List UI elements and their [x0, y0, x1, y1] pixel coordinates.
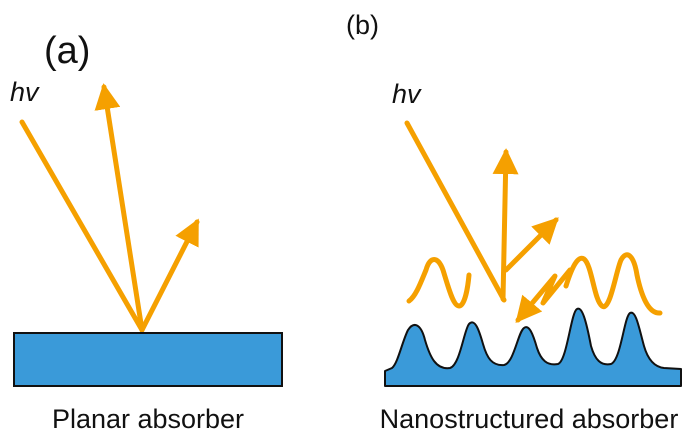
panel-b-reflected-ray-vertical-arrow: [492, 148, 519, 302]
panel-a-label: (a): [44, 30, 90, 72]
panel-b-caption: Nanostructured absorber: [380, 404, 679, 434]
panel-b-incident-ray: [404, 120, 507, 303]
nanostructured-absorber-surface: [384, 307, 682, 387]
panel-a: (a) hv Planar absorber: [10, 30, 283, 434]
panel-b-label: (b): [346, 10, 379, 40]
planar-absorber-slab: [13, 332, 283, 387]
panel-a-caption: Planar absorber: [52, 404, 244, 434]
panel-a-reflected-ray-diagonal-arrow: [139, 218, 200, 333]
panel-b-photon-label: hv: [392, 79, 422, 109]
panel-b-reflected-ray-diagonal-arrow: [503, 217, 559, 273]
panel-a-photon-label: hv: [10, 77, 40, 107]
panel-b-wave-left: [406, 257, 472, 309]
panel-b-multiple-scattering-arrow: [515, 267, 573, 323]
panel-a-incident-ray: [19, 119, 145, 333]
panel-a-reflected-ray-vertical-arrow: [94, 83, 145, 333]
panel-b-wave-right: [563, 252, 663, 316]
panel-b: (b) hv Nanostructured absorber: [346, 10, 682, 434]
